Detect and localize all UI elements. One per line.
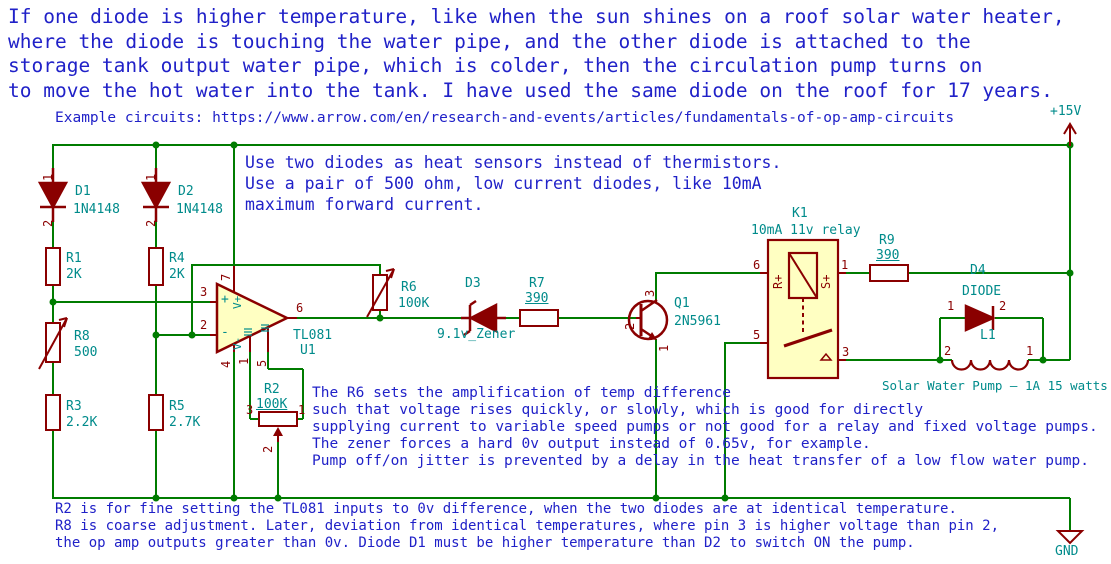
q1-value-label: 2N5961 (674, 314, 721, 329)
r2-pin1-number: 1 (298, 403, 306, 417)
r7-value-label: 390 (525, 291, 549, 306)
note-header-line-2: where the diode is touching the water pi… (8, 30, 971, 53)
k1-value-label: 10mA 11v relay (751, 223, 861, 238)
d3-ref-label: D3 (465, 276, 481, 291)
r6-ref-label: R6 (401, 280, 417, 295)
k1-pin5-number: 5 (753, 328, 761, 342)
diode-d4-symbol (964, 304, 997, 332)
l1-pin1-number: 1 (1026, 344, 1034, 358)
r8-ref-label: R8 (74, 329, 90, 344)
inductor-l1-symbol (950, 359, 1030, 371)
r2-ref-label: R2 (264, 382, 280, 397)
d4-pin2-number: 2 (999, 299, 1007, 313)
r2-pin3-number: 3 (246, 403, 254, 417)
note-r6-line-3: supplying current to variable speed pump… (312, 419, 1098, 435)
d1-value-label: 1N4148 (73, 202, 120, 217)
trimmer-arrows (38, 268, 395, 442)
u1-pin3-number: 3 (200, 285, 208, 299)
opamp-u1-symbol (210, 266, 297, 354)
r3-value-label: 2.2K (66, 415, 98, 430)
d4-ref-label: D4 (970, 263, 986, 278)
pump-caption: Solar Water Pump – 1A 15 watts (882, 378, 1108, 393)
note-sensor-line-1: Use two diodes as heat sensors instead o… (245, 153, 782, 172)
vcc-label: +15V (1050, 104, 1082, 119)
d1-pin2-number: 2 (41, 219, 55, 227)
r1-value-label: 2K (66, 267, 82, 282)
l1-ref-label: L1 (980, 328, 996, 343)
transistor-q1-symbol (627, 298, 669, 341)
d1-ref-label: D1 (75, 184, 91, 199)
d3-value-label: 9.1v_Zener (437, 327, 516, 342)
k1-pin6-number: 6 (753, 258, 761, 272)
d1-pin1-number: 1 (41, 173, 55, 181)
d2-value-label: 1N4148 (176, 202, 223, 217)
r7-ref-label: R7 (529, 276, 545, 291)
r4-value-label: 2K (169, 267, 185, 282)
d2-pin2-number: 2 (144, 219, 158, 227)
u1-pin2-number: 2 (200, 318, 208, 332)
q1-pin1-number: 1 (657, 344, 671, 352)
note-bottom-line-3: the op amp outputs greater than 0v. Diod… (55, 535, 915, 551)
r9-ref-label: R9 (879, 233, 895, 248)
r8-value-label: 500 (74, 345, 98, 360)
u1-plus-sign: + (221, 292, 229, 307)
note-r6-line-4: The zener forces a hard 0v output instea… (312, 436, 871, 452)
note-sensor-line-3: maximum forward current. (245, 195, 484, 214)
u1-value-label: TL081 (293, 328, 333, 343)
k1-pin1-number: 1 (841, 258, 849, 272)
u1-vminus-sign: V- (231, 336, 244, 350)
relay-k1-symbol (760, 238, 846, 380)
k1-pin3-number: 3 (842, 345, 850, 359)
q1-pin3-number: 3 (643, 289, 657, 297)
r1-ref-label: R1 (66, 251, 82, 266)
d4-pin1-number: 1 (947, 299, 955, 313)
r3-ref-label: R3 (66, 399, 82, 414)
r6-value-label: 100K (398, 296, 430, 311)
d2-pin1-number: 1 (144, 173, 158, 181)
u1-minus-sign: - (221, 325, 229, 340)
note-bottom-line-1: R2 is for fine setting the TL081 inputs … (55, 501, 957, 517)
note-header-line-4: to move the hot water into the tank. I h… (8, 79, 1053, 102)
q1-ref-label: Q1 (674, 296, 690, 311)
r2-wiper-arrowhead (273, 427, 283, 436)
diode-d1-symbol (37, 168, 69, 222)
k1-coil-s-label: S+ (819, 274, 833, 289)
note-bottom-line-2: R8 is coarse adjustment. Later, deviatio… (55, 518, 1000, 534)
note-header-line-1: If one diode is higher temperature, like… (8, 5, 1065, 28)
note-r6-line-2: such that voltage rises quickly, or slow… (312, 402, 924, 418)
d4-value-label: DIODE (962, 284, 1002, 299)
r5-value-label: 2.7K (169, 415, 201, 430)
k1-coil-r-label: R+ (771, 274, 785, 289)
r9-value-label: 390 (876, 248, 900, 263)
u1-pin5-number: 5 (255, 359, 269, 367)
q1-pin2-number: 2 (623, 322, 637, 330)
r2-value-label: 100K (256, 397, 288, 412)
note-sensor-line-2: Use a pair of 500 ohm, low current diode… (245, 174, 762, 193)
u1-pin6-number: 6 (296, 301, 304, 315)
zener-d3-symbol (461, 299, 506, 337)
u1-ref-label: U1 (300, 343, 316, 358)
u1-pin1-number: 1 (237, 357, 251, 365)
note-r6-line-1: The R6 sets the amplification of temp di… (312, 385, 732, 401)
note-example-url: Example circuits: https://www.arrow.com/… (55, 110, 955, 126)
note-r6-line-5: Pump off/on jitter is prevented by a del… (312, 453, 1089, 469)
offset-null-marks (244, 324, 269, 336)
l1-pin2-number: 2 (944, 344, 952, 358)
u1-pin7-number: 7 (219, 273, 233, 281)
gnd-symbol (1055, 530, 1085, 545)
r2-pin2-number: 2 (261, 445, 275, 453)
u1-pin4-number: 4 (219, 360, 233, 368)
r4-ref-label: R4 (169, 251, 185, 266)
vcc-symbol (1063, 122, 1077, 146)
r5-ref-label: R5 (169, 399, 185, 414)
k1-ref-label: K1 (792, 206, 808, 221)
u1-vplus-sign: V+ (231, 295, 244, 309)
gnd-label: GND (1055, 544, 1079, 559)
note-header-line-3: storage tank output water pipe, which is… (8, 54, 983, 77)
diode-d2-symbol (140, 168, 172, 222)
d2-ref-label: D2 (178, 184, 194, 199)
